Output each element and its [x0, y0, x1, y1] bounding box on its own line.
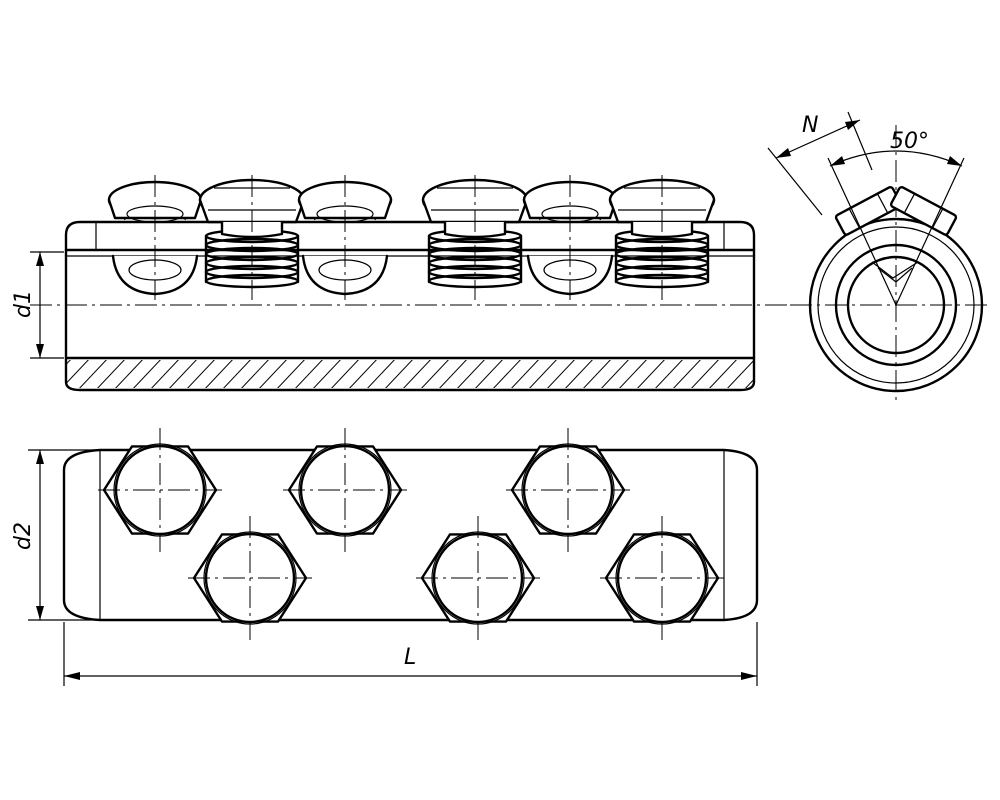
section-bolt [421, 175, 529, 300]
side-view: N 50° [767, 111, 990, 400]
front-bolt [98, 428, 222, 552]
label-N: N [802, 113, 818, 138]
label-d1: d1 [11, 290, 36, 318]
dimension-d2: d2 [11, 449, 98, 621]
label-angle: 50° [890, 129, 929, 154]
dimension-angle: 50° [827, 129, 965, 306]
front-view [62, 428, 759, 640]
front-bolt [506, 428, 630, 552]
front-bolt [283, 428, 407, 552]
section-bolt [198, 175, 306, 300]
side-bolt-right [889, 186, 958, 236]
section-bolt [297, 175, 393, 300]
dimension-L: L [63, 622, 758, 686]
hatched-wall [64, 356, 756, 392]
dimension-N: N [767, 111, 873, 216]
section-bolt [608, 175, 716, 300]
section-bolt [522, 175, 618, 300]
section-bolt [107, 175, 203, 300]
section-view [30, 175, 790, 392]
front-bolt [188, 516, 312, 640]
dimension-d1: d1 [11, 251, 64, 359]
front-bolt [600, 516, 724, 640]
front-bolt [416, 516, 540, 640]
label-d2: d2 [11, 522, 36, 550]
label-L: L [404, 645, 416, 670]
